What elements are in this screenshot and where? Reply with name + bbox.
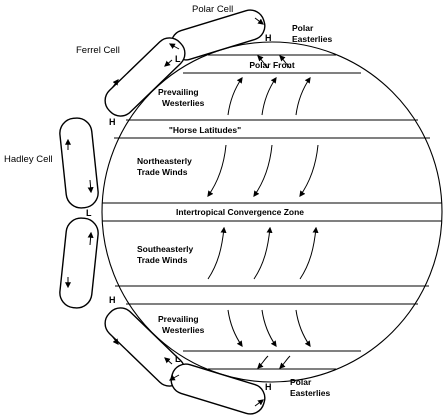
polar-easterlies-north-label-2: Easterlies (292, 34, 332, 44)
low-pressure-lower: L (175, 354, 181, 364)
wind-arrows (207, 55, 319, 369)
cell-flow-arrows (65, 17, 264, 407)
polar-cell-label: Polar Cell (192, 4, 233, 15)
low-pressure-equator: L (86, 208, 92, 218)
polar-front-label: Polar Front (249, 60, 295, 70)
low-pressure-upper: L (175, 54, 181, 64)
latitude-lines (102, 54, 442, 370)
ferrel-cell-north (104, 37, 186, 117)
high-pressure-upper: H (109, 117, 116, 127)
horse-latitudes-label: "Horse Latitudes" (169, 125, 241, 135)
polar-easterlies-south-label-1: Polar (290, 377, 312, 387)
high-pressure-bottom: H (265, 382, 272, 392)
se-trades-label-1: Southeasterly (137, 244, 193, 254)
high-pressure-lower: H (109, 295, 116, 305)
se-trades-label-2: Trade Winds (137, 255, 188, 265)
hadley-cell-north (59, 117, 99, 209)
hadley-cell-south (59, 217, 99, 309)
westerlies-south-label-1: Prevailing (158, 314, 199, 324)
westerlies-north-label-2: Westerlies (162, 98, 205, 108)
polar-easterlies-north-label-1: Polar (292, 23, 314, 33)
ne-trades-label-1: Northeasterly (137, 156, 192, 166)
itcz-label: Intertropical Convergence Zone (176, 207, 304, 217)
polar-easterlies-south-label-2: Easterlies (290, 388, 330, 398)
high-pressure-top: H (265, 33, 272, 43)
westerlies-north-label-1: Prevailing (158, 87, 199, 97)
hadley-cell-label: Hadley Cell (4, 154, 53, 165)
ferrel-cell-label: Ferrel Cell (76, 45, 120, 56)
earth-globe (101, 41, 443, 383)
westerlies-south-label-2: Westerlies (162, 325, 205, 335)
ne-trades-label-2: Trade Winds (137, 167, 188, 177)
